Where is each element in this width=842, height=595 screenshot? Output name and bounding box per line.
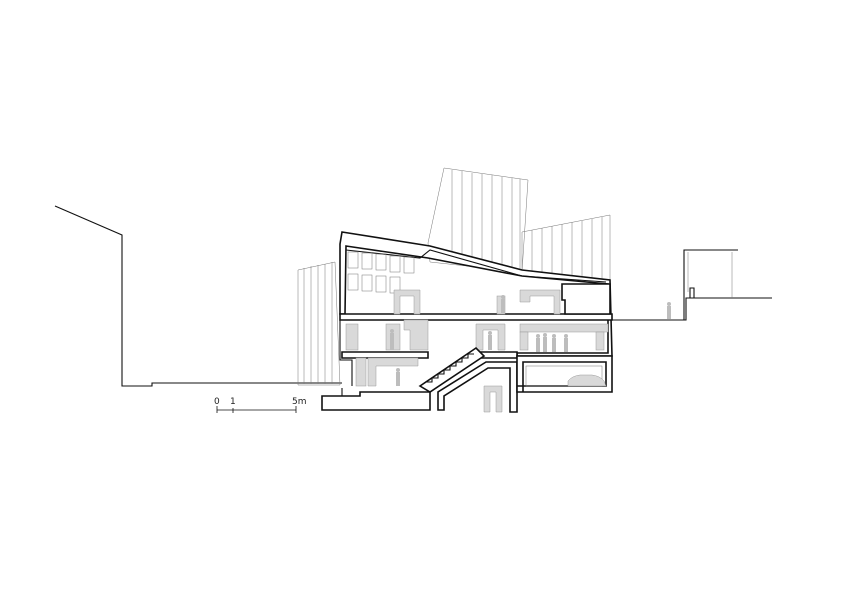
scale-tick-1: 1 bbox=[230, 397, 236, 407]
scale-tick-0: 0 bbox=[214, 397, 220, 407]
central-stair bbox=[418, 346, 486, 393]
upper-hall-fittings bbox=[393, 289, 561, 315]
lower-level-fittings bbox=[355, 357, 419, 387]
people-figures bbox=[390, 295, 671, 386]
car-silhouette bbox=[567, 374, 607, 387]
scale-bar: 0 1 5m bbox=[214, 397, 307, 413]
left-neighbour-building bbox=[54, 205, 298, 387]
middle-level-fittings bbox=[345, 319, 609, 351]
background-elevation bbox=[297, 167, 611, 386]
right-terrain bbox=[612, 249, 772, 321]
scale-tick-5m: 5m bbox=[292, 397, 307, 407]
basement bbox=[321, 355, 613, 413]
roof-lights bbox=[347, 251, 415, 294]
